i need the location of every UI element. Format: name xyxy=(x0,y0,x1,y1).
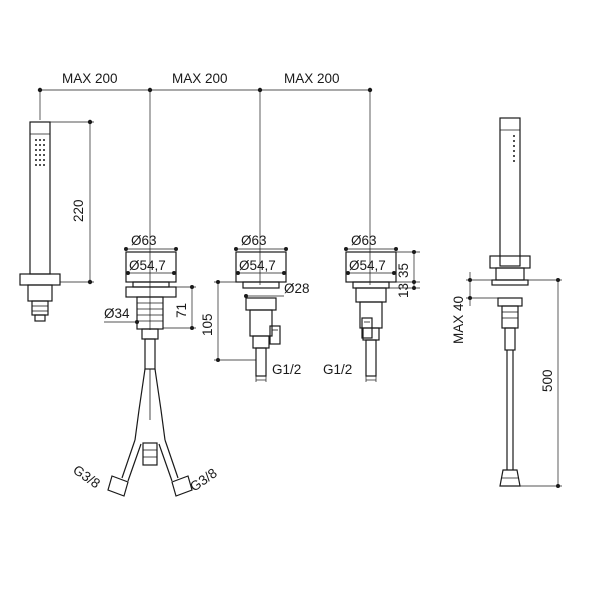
stem-height-label: 13 xyxy=(396,283,411,298)
body-diameter-label-2: Ø63 xyxy=(241,233,267,248)
inner-diameter-label-1: Ø54,7 xyxy=(129,258,166,273)
valve-right: Ø63 Ø54,7 G1/2 35 13 xyxy=(323,233,420,382)
shower-height-label: 220 xyxy=(71,199,86,222)
valve-thread-label-1: G1/2 xyxy=(272,362,301,377)
y-split-hoses: G3/8 G3/8 xyxy=(70,368,220,497)
spout-body: Ø63 Ø54,7 Ø34 71 xyxy=(104,233,196,370)
body-diameter-label-3: Ø63 xyxy=(351,233,377,248)
shower-nozzles xyxy=(35,139,45,166)
spacing-label-3: MAX 200 xyxy=(284,71,340,86)
hose-thread-right-label: G3/8 xyxy=(187,465,220,494)
valve-middle: Ø63 Ø54,7 Ø28 105 G1/2 xyxy=(200,233,310,382)
inner-diameter-label-3: Ø54,7 xyxy=(349,258,386,273)
valve-thread-label-2: G1/2 xyxy=(323,362,352,377)
shower-nozzles-right xyxy=(513,135,515,162)
valve-diameter-label: Ø28 xyxy=(284,281,310,296)
inner-diameter-label-2: Ø54,7 xyxy=(239,258,276,273)
hose-thread-left-label: G3/8 xyxy=(70,462,103,491)
spacing-label-2: MAX 200 xyxy=(172,71,228,86)
valve-height-label: 105 xyxy=(200,313,215,336)
handle-height-label: 35 xyxy=(396,263,411,278)
spout-shank-height-label: 71 xyxy=(174,303,189,318)
hand-shower-left: 220 xyxy=(19,119,94,322)
shank-diameter-label: Ø34 xyxy=(104,306,130,321)
hose-length-label: 500 xyxy=(540,369,555,392)
hand-shower-right: MAX 40 500 xyxy=(451,117,562,488)
body-diameter-label-1: Ø63 xyxy=(131,233,157,248)
top-dimension-chain: MAX 200 MAX 200 MAX 200 xyxy=(37,71,373,330)
spacing-label-1: MAX 200 xyxy=(62,71,118,86)
deck-thickness-label: MAX 40 xyxy=(451,296,466,344)
